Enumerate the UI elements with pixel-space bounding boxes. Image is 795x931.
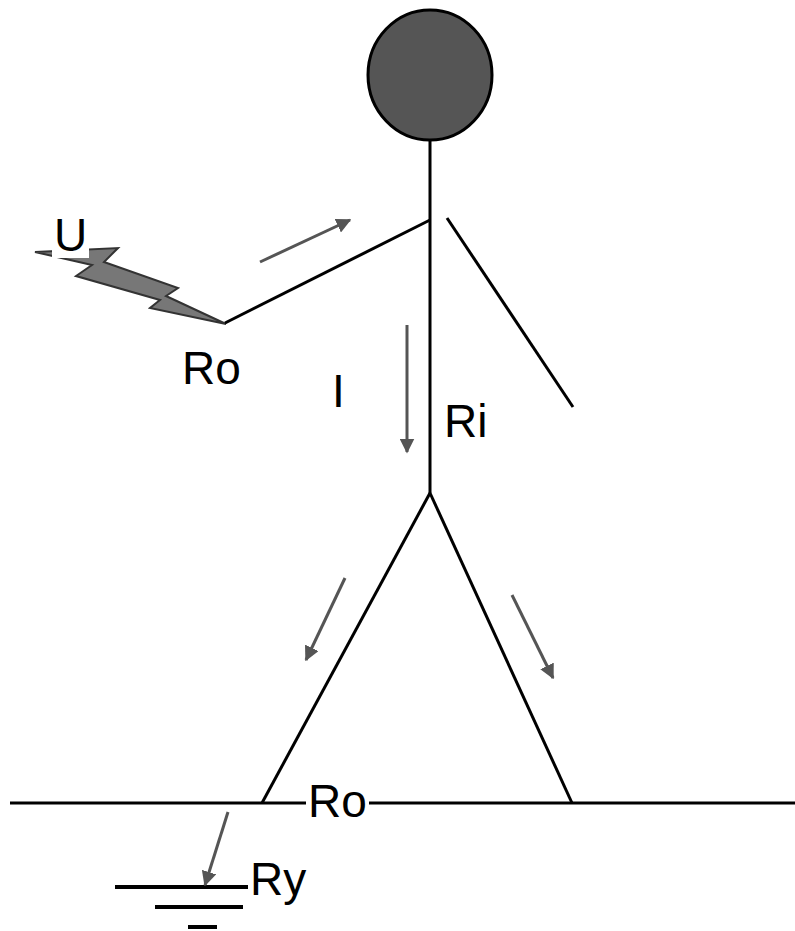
contact-resistance-label: Ro [306, 778, 369, 824]
lightning-bolt [35, 248, 226, 324]
stick-figure [225, 140, 573, 803]
current-arrow [205, 220, 553, 885]
head [368, 10, 492, 140]
voltage-label: U [52, 212, 89, 258]
body-resistance-label: Ri [442, 398, 489, 444]
contact-resistance-label: Ro [180, 345, 243, 391]
earth-resistance-label: Ry [248, 856, 308, 902]
current-label: I [330, 368, 347, 414]
ground-line [10, 802, 795, 805]
